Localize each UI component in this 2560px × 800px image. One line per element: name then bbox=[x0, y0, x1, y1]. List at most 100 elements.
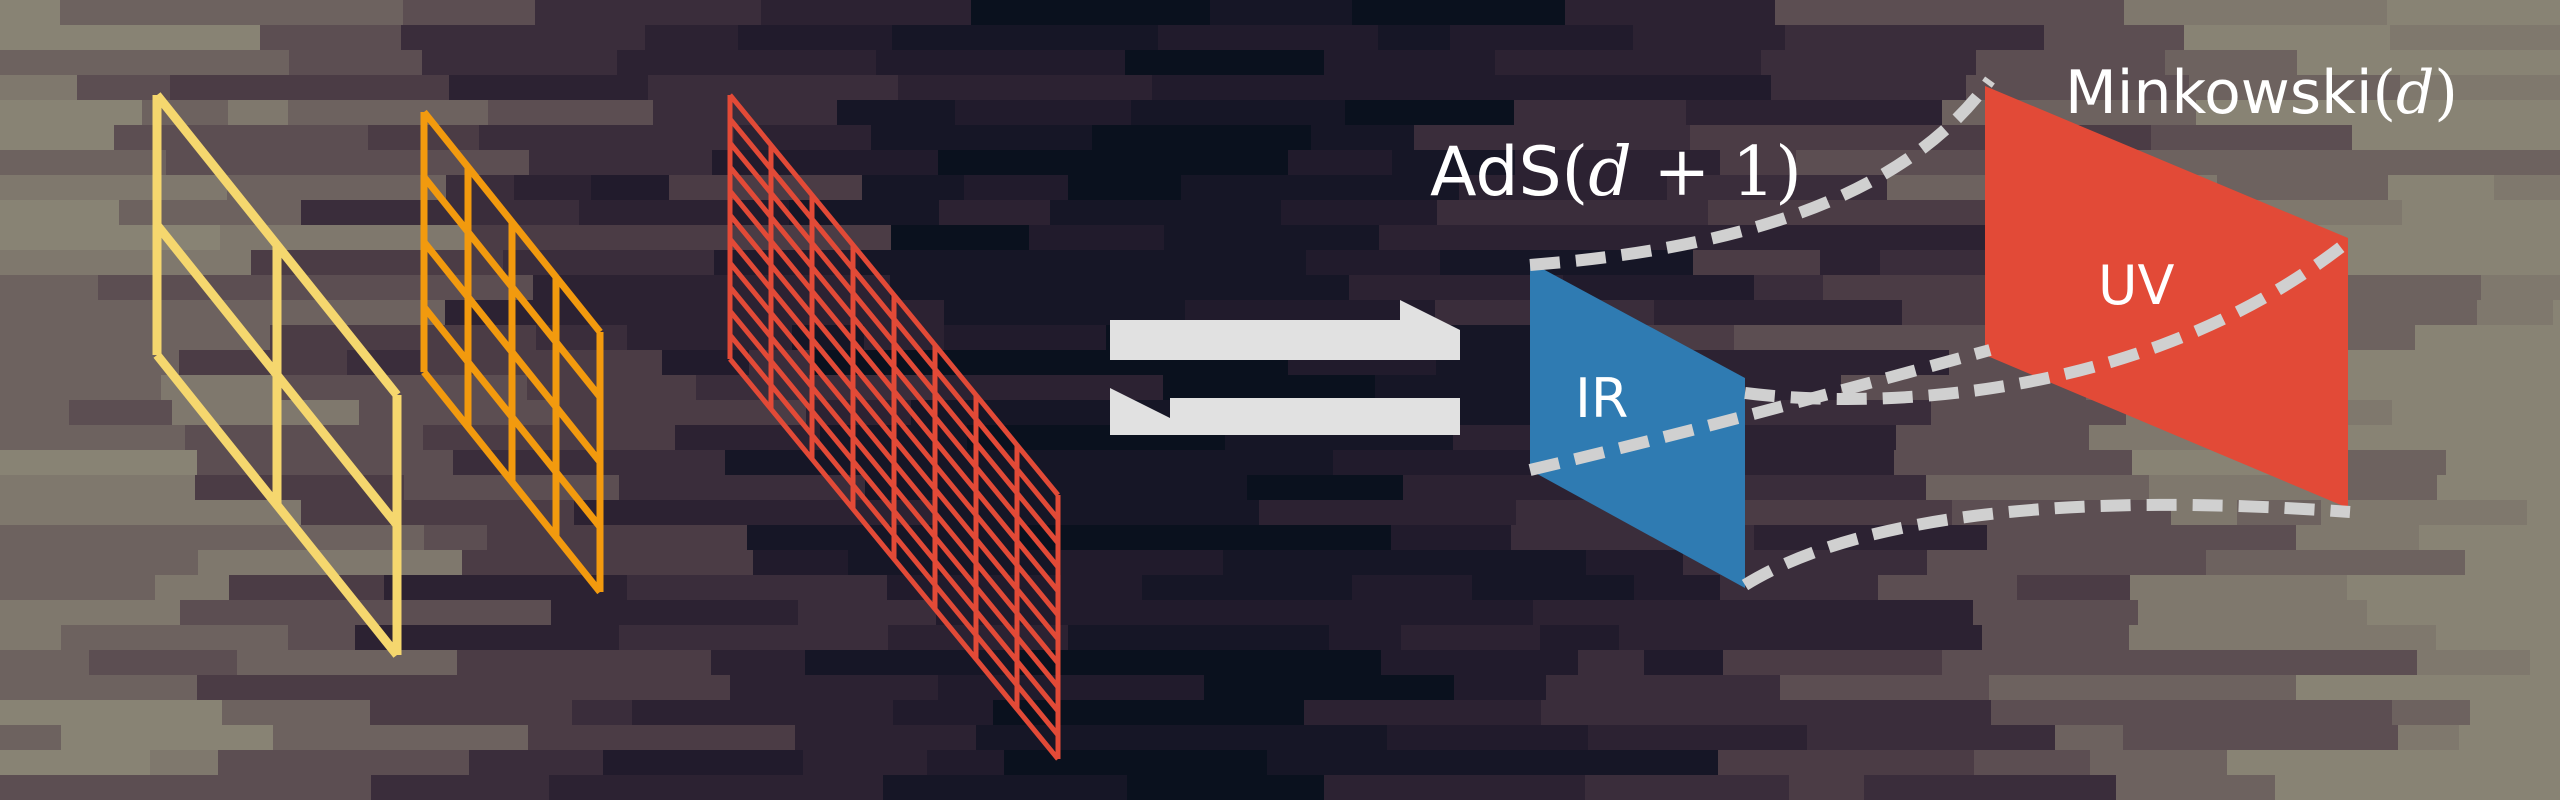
forward-arrow bbox=[1110, 300, 1460, 360]
background-block bbox=[1926, 475, 2150, 501]
background-block bbox=[2275, 775, 2506, 800]
background-block bbox=[227, 525, 425, 551]
background-block bbox=[1734, 325, 1964, 351]
background-block bbox=[2325, 375, 2560, 401]
background-block bbox=[119, 200, 302, 226]
background-block bbox=[273, 725, 529, 751]
background-block bbox=[2090, 750, 2228, 776]
background-block bbox=[0, 625, 62, 651]
background-block bbox=[465, 225, 622, 251]
background-block bbox=[1598, 100, 1687, 126]
background-block bbox=[2123, 725, 2399, 751]
background-block bbox=[535, 0, 762, 26]
background-block bbox=[357, 650, 458, 676]
background-block bbox=[1989, 675, 2237, 701]
background-block bbox=[0, 175, 228, 201]
background-block bbox=[0, 0, 61, 26]
background-block bbox=[479, 125, 735, 151]
equilibrium-arrows-icon bbox=[1110, 300, 1460, 435]
background-block bbox=[0, 700, 223, 726]
background-block bbox=[422, 50, 618, 76]
background-block bbox=[1720, 150, 1797, 176]
background-block bbox=[1991, 700, 2251, 726]
background-block bbox=[662, 350, 750, 376]
background-block bbox=[1181, 175, 1460, 201]
background-block bbox=[645, 25, 739, 51]
background-block bbox=[1127, 775, 1213, 800]
background-block bbox=[551, 600, 799, 626]
background-block bbox=[799, 700, 894, 726]
background-block bbox=[1104, 500, 1260, 526]
background-block bbox=[1092, 125, 1312, 151]
background-block bbox=[1754, 275, 1824, 301]
background-block bbox=[180, 600, 371, 626]
background-block bbox=[1740, 425, 1897, 451]
background-block bbox=[295, 275, 534, 301]
background-block bbox=[60, 0, 184, 26]
background-block bbox=[0, 50, 150, 76]
background-block bbox=[0, 125, 115, 151]
background-block bbox=[1437, 200, 1709, 226]
background-block bbox=[2415, 325, 2490, 351]
background-block bbox=[1754, 525, 1988, 551]
background-block bbox=[229, 575, 385, 601]
minkowski-label: Minkowski(d) bbox=[2065, 58, 2458, 128]
background-block bbox=[1061, 550, 1224, 576]
background-block bbox=[798, 600, 937, 626]
background-block bbox=[1259, 500, 1517, 526]
background-block bbox=[423, 425, 676, 451]
background-block bbox=[2527, 500, 2560, 526]
background-block bbox=[619, 475, 866, 501]
background-block bbox=[0, 275, 99, 301]
background-block bbox=[2296, 675, 2560, 701]
background-block bbox=[1541, 700, 1749, 726]
background-block bbox=[1472, 575, 1635, 601]
background-block bbox=[2236, 675, 2297, 701]
background-block bbox=[2116, 775, 2276, 800]
background-block bbox=[1204, 675, 1297, 701]
background-block bbox=[1115, 525, 1392, 551]
background-block bbox=[1160, 275, 1350, 301]
background-block bbox=[69, 400, 173, 426]
background-block bbox=[2474, 100, 2560, 126]
background-block bbox=[1789, 775, 1865, 800]
background-block bbox=[1982, 625, 2130, 651]
background-block bbox=[1223, 550, 1382, 576]
background-block bbox=[1686, 100, 1943, 126]
background-block bbox=[1075, 700, 1305, 726]
background-block bbox=[1837, 625, 1983, 651]
background-block bbox=[1288, 150, 1393, 176]
uv-panel bbox=[1985, 86, 2348, 508]
background-block bbox=[424, 525, 488, 551]
background-block bbox=[0, 675, 105, 701]
background-block bbox=[1270, 600, 1534, 626]
ads-label: AdS(d + 1) bbox=[1430, 133, 1802, 212]
background-block bbox=[1667, 175, 1815, 201]
background-block bbox=[0, 575, 156, 601]
background-block bbox=[2527, 725, 2560, 751]
background-block bbox=[1453, 425, 1535, 451]
background-block bbox=[0, 600, 181, 626]
background-block bbox=[1878, 575, 2018, 601]
background-block bbox=[1634, 575, 1721, 601]
background-block bbox=[1693, 250, 1821, 276]
background-block bbox=[1349, 275, 1564, 301]
background-block bbox=[891, 225, 1030, 251]
background-block bbox=[2227, 750, 2379, 776]
background-block bbox=[61, 725, 274, 751]
background-block bbox=[222, 700, 371, 726]
background-block bbox=[260, 25, 402, 51]
background-block bbox=[1333, 450, 1553, 476]
background-block bbox=[617, 50, 877, 76]
background-block bbox=[218, 750, 470, 776]
background-block bbox=[2297, 150, 2560, 176]
background-block bbox=[150, 750, 219, 776]
background-block bbox=[1175, 650, 1321, 676]
background-block bbox=[2184, 25, 2391, 51]
background-block bbox=[871, 125, 1093, 151]
background-block bbox=[1401, 625, 1541, 651]
background-block bbox=[290, 425, 424, 451]
background-block bbox=[1717, 600, 1974, 626]
ir-label: IR bbox=[1575, 367, 1628, 430]
background-block bbox=[228, 100, 289, 126]
